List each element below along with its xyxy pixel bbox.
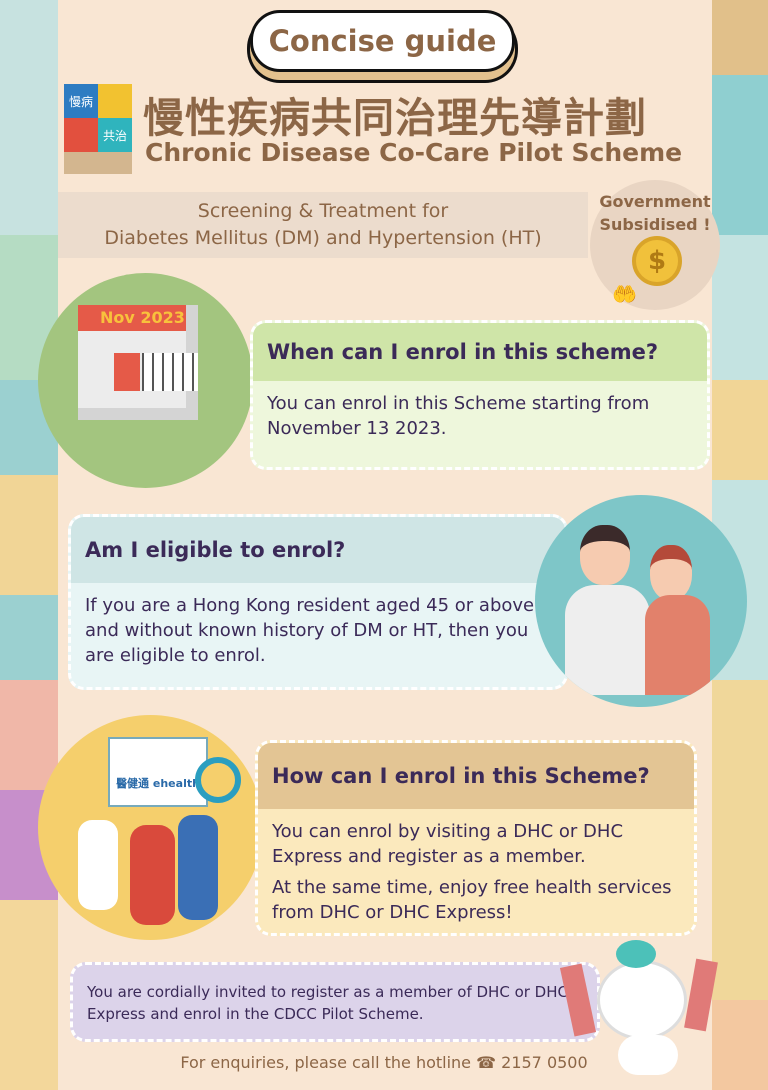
card-question: When can I enrol in this scheme? <box>253 323 707 381</box>
invite-card: You are cordially invited to register as… <box>70 962 600 1042</box>
subtitle-line: Screening & Treatment for <box>197 200 449 222</box>
how-enrol-card: How can I enrol in this Scheme? You can … <box>255 740 697 936</box>
when-enrol-card: When can I enrol in this scheme? You can… <box>250 320 710 470</box>
card-answer: You can enrol by visiting a DHC or DHC E… <box>272 821 624 867</box>
card-question: Am I eligible to enrol? <box>71 517 565 583</box>
title-chinese: 慢性疾病共同治理先導計劃 <box>143 94 647 142</box>
dhc-logo-icon <box>195 757 241 803</box>
subtitle-line: Diabetes Mellitus (DM) and Hypertension … <box>104 227 542 249</box>
enrol-illustration: 醫健通 ehealth <box>38 715 263 940</box>
subtitle-band: Screening & Treatment for Diabetes Melli… <box>58 192 588 258</box>
concise-guide-badge: Concise guide <box>250 10 515 72</box>
hand-icon: 🤲 <box>612 282 637 306</box>
card-answer-2: At the same time, enjoy free health serv… <box>272 877 672 923</box>
hotline-number[interactable]: 2157 0500 <box>501 1053 588 1072</box>
calendar-icon: Nov 2023 <box>78 305 198 420</box>
phone-icon: ☎ <box>476 1053 497 1072</box>
card-answer: You can enrol in this Scheme starting fr… <box>267 393 650 439</box>
people-illustration <box>535 495 747 707</box>
coin-icon: $ <box>632 236 682 286</box>
eligibility-card: Am I eligible to enrol? If you are a Hon… <box>68 514 568 690</box>
footer-hotline: For enquiries, please call the hotline ☎… <box>180 1053 588 1072</box>
card-question: How can I enrol in this Scheme? <box>258 743 694 809</box>
card-answer: If you are a Hong Kong resident aged 45 … <box>85 595 535 666</box>
scheme-logo: 慢病 共治 <box>64 84 134 176</box>
title-english: Chronic Disease Co-Care Pilot Scheme <box>145 138 683 167</box>
